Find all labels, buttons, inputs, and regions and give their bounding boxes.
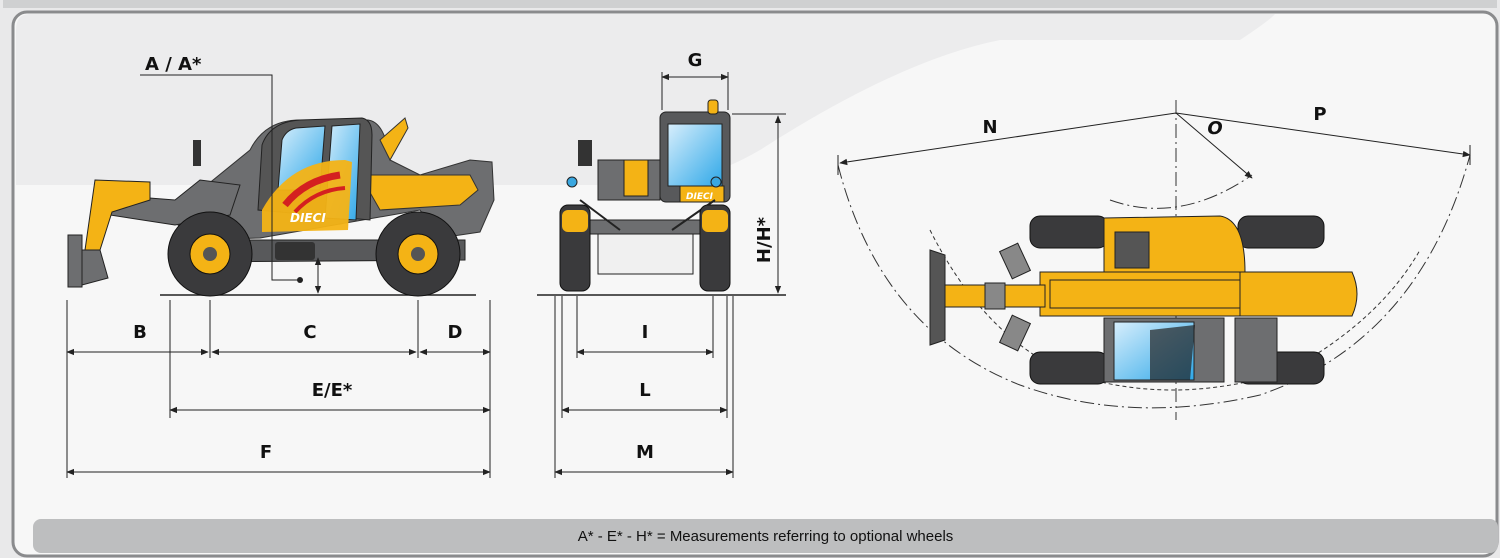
tyre-top-rl [1237, 215, 1325, 249]
tyre-top-fr [1029, 351, 1109, 385]
label-p: P [1313, 104, 1326, 125]
label-g: G [688, 50, 703, 71]
front-wheel-side [167, 211, 253, 297]
label-d: D [448, 322, 463, 343]
label-a: A / A* [145, 54, 202, 75]
label-c: C [303, 322, 316, 343]
label-f: F [260, 442, 272, 463]
label-e: E/E* [312, 380, 353, 401]
top-strip [3, 0, 1497, 8]
label-m: M [636, 442, 654, 463]
label-i: I [642, 322, 649, 343]
dim-line-p [1175, 112, 1471, 158]
dim-line-o [1175, 112, 1253, 179]
label-o: O [1207, 118, 1222, 139]
brand-logo-side: DIECI [290, 211, 326, 225]
label-h: H/H* [754, 216, 775, 263]
footnote-bar: A* - E* - H* = Measurements referring to… [33, 519, 1498, 553]
side-view: DIECI A / A* [66, 54, 495, 478]
rear-wheel-side [375, 211, 461, 297]
tyre-top-fl [1029, 215, 1109, 249]
footnote-text: A* - E* - H* = Measurements referring to… [577, 527, 954, 545]
label-b: B [133, 322, 147, 343]
top-view: N O P [837, 100, 1471, 420]
label-n: N [982, 117, 997, 138]
dim-line-n [839, 112, 1177, 166]
label-l: L [639, 380, 650, 401]
outer-turning-arc [837, 154, 1471, 409]
front-view: DIECI G H/H* [537, 50, 786, 478]
brand-logo-front: DIECI [686, 192, 714, 202]
